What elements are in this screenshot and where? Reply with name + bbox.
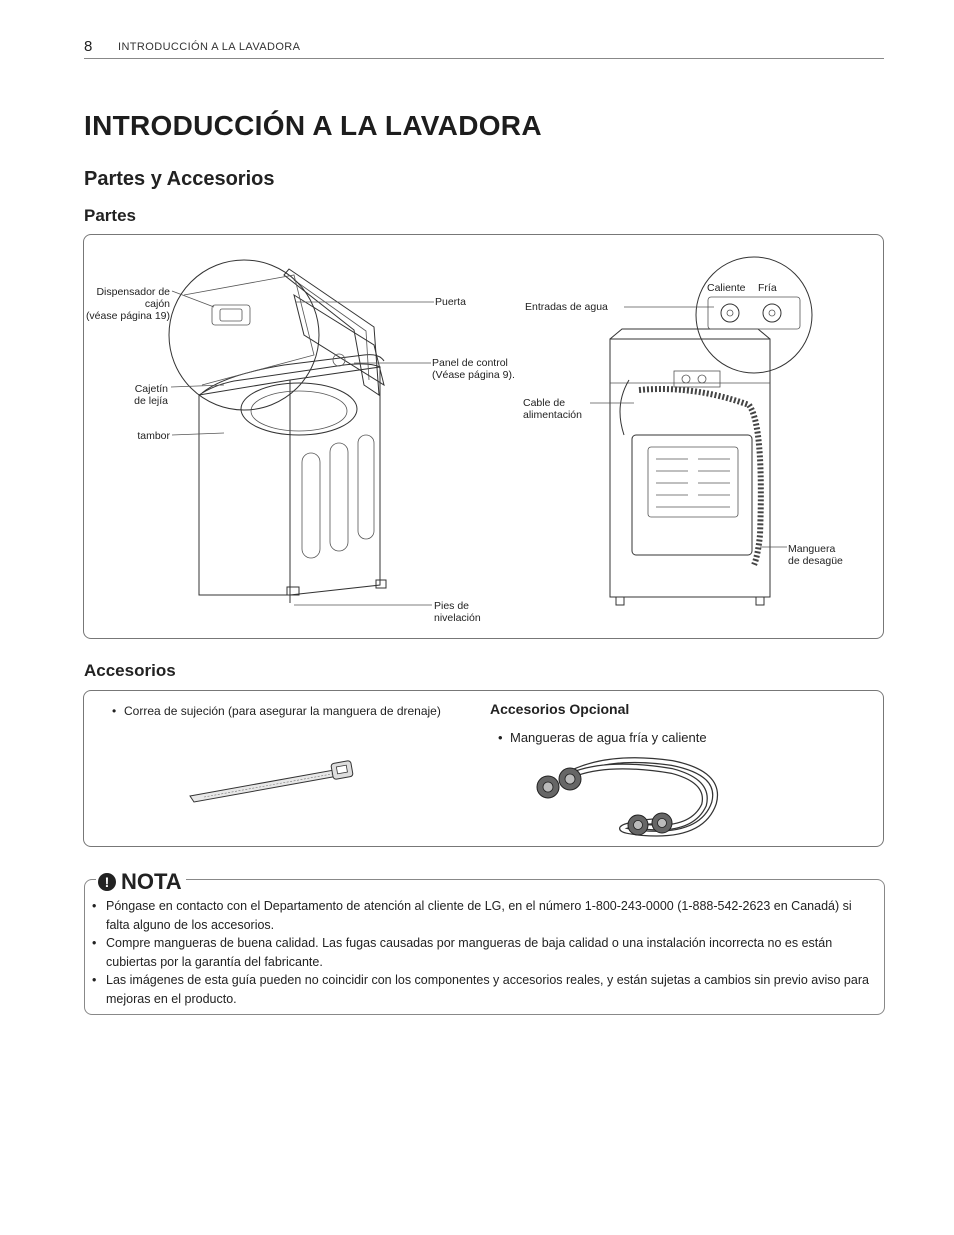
running-header: 8 INTRODUCCIÓN A LA LAVADORA [84,38,884,59]
exclamation-icon: ! [98,873,116,891]
nota-title: ! NOTA [96,869,186,895]
nota-box [84,879,885,1015]
nota-list: Póngase en contacto con el Departamento … [92,897,872,1008]
washer-rear-illustration [590,256,813,606]
page-title: INTRODUCCIÓN A LA LAVADORA [84,110,542,141]
label-caliente: Caliente [707,282,746,294]
label-pies: Pies de nivelación [434,600,481,624]
nota-item: Compre mangueras de buena calidad. Las f… [92,934,872,971]
label-fria: Fría [758,282,777,294]
cable-tie-illustration [189,760,354,803]
water-hoses-illustration [536,757,719,837]
washer-top-illustration [168,259,434,606]
accesorio-correa: •Correa de sujeción (para asegurar la ma… [112,704,441,718]
running-title: INTRODUCCIÓN A LA LAVADORA [118,41,301,53]
label-entradas: Entradas de agua [525,301,608,313]
label-cajetin: Cajetín de lejía [134,383,168,407]
page-number: 8 [84,38,93,55]
label-cable: Cable de alimentación [523,397,582,421]
accesorios-opcional-heading: Accesorios Opcional [490,701,630,717]
label-puerta: Puerta [435,296,466,308]
accesorios-box: •Correa de sujeción (para asegurar la ma… [83,690,884,847]
section-title: Partes y Accesorios [84,168,275,190]
label-manguera: Manguera de desagüe [788,543,843,567]
accesorio-mangueras: •Mangueras de agua fría y caliente [498,730,707,745]
nota-item: Las imágenes de esta guía pueden no coin… [92,971,872,1008]
label-tambor: tambor [137,430,170,442]
label-dispensador: Dispensador de cajón (véase página 19) [85,286,170,322]
label-panel: Panel de control (Véase página 9). [432,357,515,381]
partes-heading: Partes [84,206,136,225]
partes-figure-box: Dispensador de cajón (véase página 19) C… [83,234,884,639]
nota-item: Póngase en contacto con el Departamento … [92,897,872,934]
accesorios-heading: Accesorios [84,661,176,680]
